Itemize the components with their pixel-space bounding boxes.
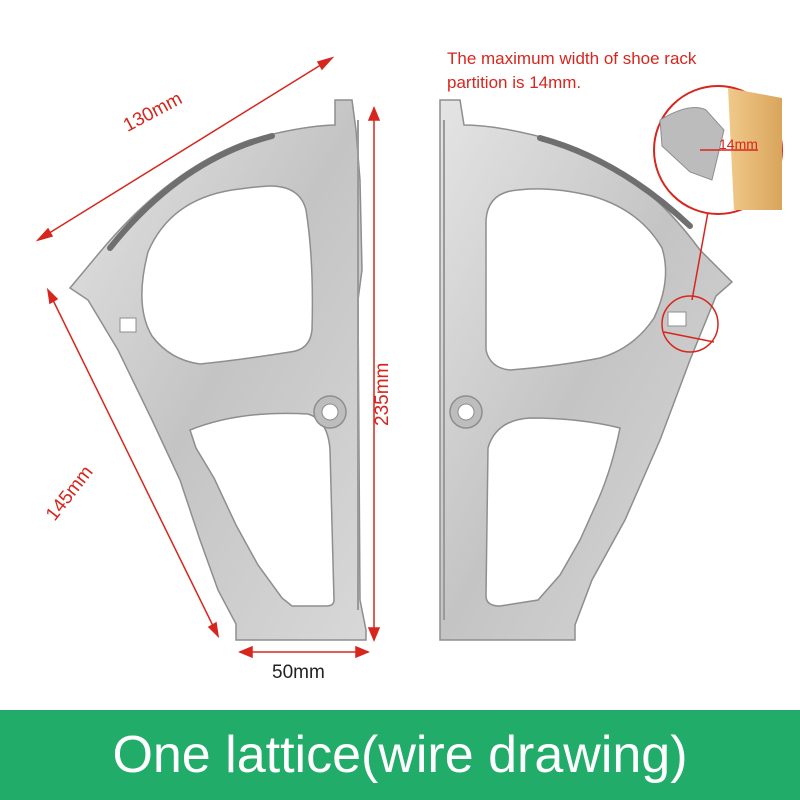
bottom-banner: One lattice(wire drawing) [0,710,800,800]
partition-note-line2: partition is 14mm. [447,73,582,92]
dimension-label-235: 235mm [372,362,393,426]
partition-note-line1: The maximum width of shoe rack [447,49,697,68]
left-bracket [68,99,367,641]
dimension-label-50: 50mm [272,662,325,683]
right-bracket [439,99,734,641]
product-photo: 130mm 145mm 235mm 50mm The maximum width… [35,47,783,683]
highlight-circle [661,295,719,353]
product-illustration [35,56,783,659]
partition-width-label: 14mm [719,136,758,152]
partition-note: The maximum width of shoe rack partition… [447,47,696,95]
banner-text: One lattice(wire drawing) [112,726,688,784]
detail-inset [653,85,783,215]
